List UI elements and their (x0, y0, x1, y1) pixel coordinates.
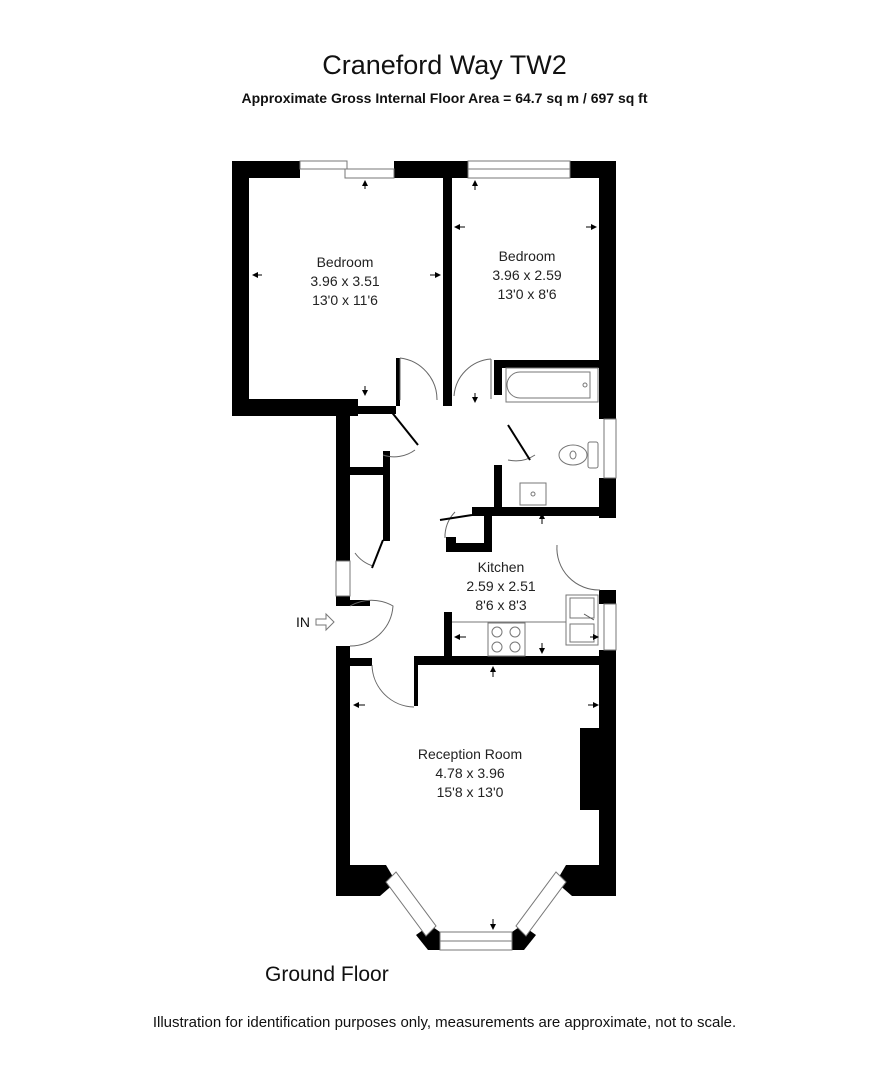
room-imperial: 13'0 x 11'6 (312, 292, 378, 308)
room-name: Bedroom (498, 248, 556, 264)
door-leaves (371, 409, 531, 569)
fixtures (452, 367, 599, 657)
dimension-arrows (252, 180, 599, 930)
room-label-kitchen: Kitchen 2.59 x 2.51 8'6 x 8'3 (426, 558, 576, 615)
entrance-label: IN (296, 614, 310, 630)
floor-area-subtitle: Approximate Gross Internal Floor Area = … (241, 90, 648, 106)
room-name: Kitchen (477, 559, 525, 575)
room-label-bedroom-2: Bedroom 3.96 x 2.59 13'0 x 8'6 (452, 247, 602, 304)
doors (349, 357, 601, 708)
room-metric: 3.96 x 2.59 (492, 267, 562, 283)
room-imperial: 8'6 x 8'3 (475, 597, 527, 613)
room-metric: 3.96 x 3.51 (310, 273, 380, 289)
room-name: Reception Room (417, 746, 523, 762)
room-name: Bedroom (316, 254, 374, 270)
plan-title: Craneford Way TW2 (322, 50, 567, 80)
room-metric: 2.59 x 2.51 (466, 578, 536, 594)
room-metric: 4.78 x 3.96 (435, 765, 505, 781)
room-imperial: 13'0 x 8'6 (497, 286, 557, 302)
windows (299, 160, 617, 951)
room-imperial: 15'8 x 13'0 (436, 784, 504, 800)
floor-label: Ground Floor (265, 963, 389, 986)
disclaimer-text: Illustration for identification purposes… (152, 1014, 737, 1031)
room-label-reception: Reception Room 4.78 x 3.96 15'8 x 13'0 (395, 745, 545, 802)
entrance-arrow-icon (315, 612, 335, 632)
room-label-bedroom-1: Bedroom 3.96 x 3.51 13'0 x 11'6 (270, 253, 420, 310)
